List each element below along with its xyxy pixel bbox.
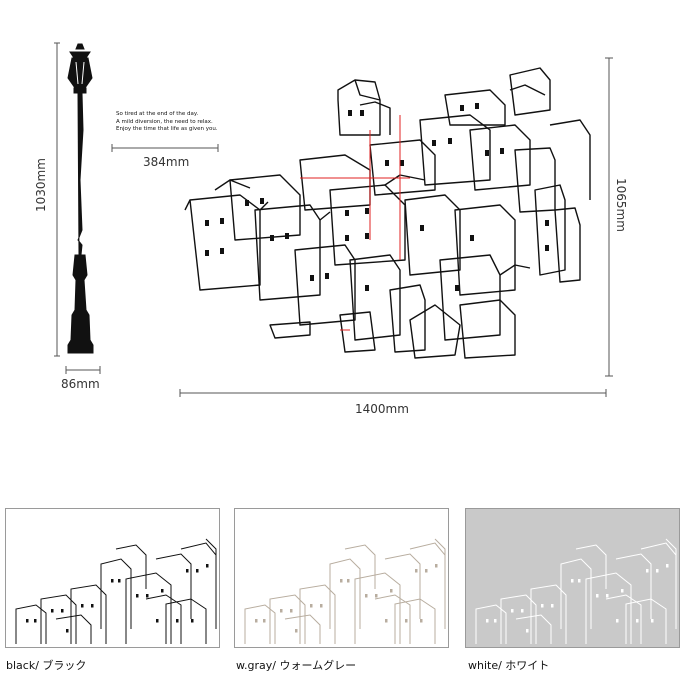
text-width-label: 384mm xyxy=(143,155,190,169)
tagline-line-3: Enjoy the time that life as given you. xyxy=(116,126,218,132)
town-height-label: 1065mm xyxy=(614,178,628,232)
tagline-text-block: So tired at the end of the day. A mild d… xyxy=(116,111,218,134)
lamp-post-illustration xyxy=(67,43,94,354)
variant-thumbnail-warm-gray[interactable] xyxy=(234,508,449,648)
lamp-width-dimension-line xyxy=(65,366,101,374)
variant-town-sketch xyxy=(244,538,446,644)
variant-caption-black: black/ ブラック xyxy=(6,659,87,672)
town-height-dimension-line xyxy=(605,57,613,377)
lamp-height-label: 1030mm xyxy=(34,158,48,212)
town-width-label: 1400mm xyxy=(355,402,409,416)
variant-thumbnail-black[interactable] xyxy=(5,508,220,648)
variant-town-sketch xyxy=(475,538,677,644)
variant-town-sketch xyxy=(15,538,217,644)
lamp-width-label: 86mm xyxy=(61,377,100,391)
variant-caption-warm-gray: w.gray/ ウォームグレー xyxy=(236,659,357,672)
variant-caption-white: white/ ホワイト xyxy=(468,659,550,672)
lamp-height-dimension-line xyxy=(54,42,60,357)
text-width-dimension-line xyxy=(111,144,219,152)
town-width-dimension-line xyxy=(179,389,607,397)
tagline-line-1: So tired at the end of the day. xyxy=(116,111,199,117)
variant-thumbnail-white[interactable] xyxy=(465,508,680,648)
hillside-town-illustration xyxy=(184,67,591,359)
tagline-line-2: A mild diversion, the need to relax. xyxy=(116,118,213,125)
